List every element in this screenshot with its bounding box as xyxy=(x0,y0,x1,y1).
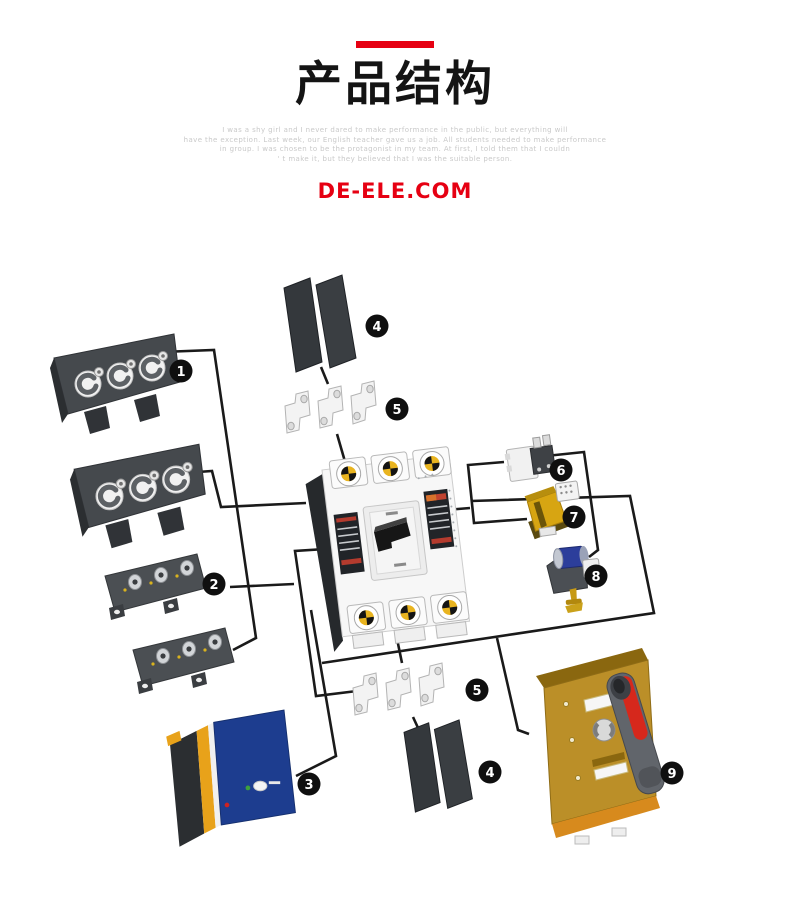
badge-4-bottom: 4 xyxy=(478,760,502,784)
svg-text:4: 4 xyxy=(372,320,381,335)
svg-text:6: 6 xyxy=(556,464,565,479)
part-lug-block-1 xyxy=(104,553,207,621)
tagline-line: I was a shy girl and I never dared to ma… xyxy=(222,126,568,135)
page-title: 产品结构 xyxy=(295,57,495,112)
svg-text:9: 9 xyxy=(667,767,676,782)
svg-text:8: 8 xyxy=(591,570,600,585)
svg-text:1: 1 xyxy=(176,365,185,380)
badge-7: 7 xyxy=(562,505,586,529)
badge-3: 3 xyxy=(297,772,321,796)
badge-2: 2 xyxy=(202,572,226,596)
part-plates-top xyxy=(283,274,357,373)
accent-bar xyxy=(356,41,434,48)
part-terminal-cover-2 xyxy=(70,444,205,548)
part-undervoltage-release xyxy=(546,545,601,613)
badge-5-top: 5 xyxy=(385,397,409,421)
svg-text:5: 5 xyxy=(472,684,481,699)
part-plates-bottom xyxy=(403,719,473,813)
part-lug-block-2 xyxy=(132,627,235,695)
part-brackets-top xyxy=(284,380,377,434)
tagline: I was a shy girl and I never dared to ma… xyxy=(0,126,790,164)
page-header: 产品结构 I was a shy girl and I never dared … xyxy=(0,0,790,203)
part-rotary-handle xyxy=(536,648,665,845)
svg-text:5: 5 xyxy=(392,403,401,418)
badge-6: 6 xyxy=(549,458,573,482)
svg-text:7: 7 xyxy=(569,511,578,526)
badge-8: 8 xyxy=(584,564,608,588)
exploded-diagram: 1 2 3 4 5 6 7 8 5 4 9 xyxy=(0,274,684,847)
badge-5-bottom: 5 xyxy=(465,678,489,702)
badge-4-top: 4 xyxy=(365,314,389,338)
tagline-line: ' t make it, but they believed that I wa… xyxy=(277,154,513,163)
part-accessory-box xyxy=(166,709,296,847)
part-terminal-cover-1 xyxy=(50,334,180,434)
badge-1: 1 xyxy=(169,359,193,383)
svg-text:2: 2 xyxy=(209,578,218,593)
part-brackets-bottom xyxy=(352,662,445,716)
svg-text:4: 4 xyxy=(485,766,494,781)
tagline-line: in group. I was chosen to be the protago… xyxy=(219,145,571,154)
part-shunt-release xyxy=(524,480,580,540)
part-aux-contact xyxy=(504,434,557,482)
tagline-line: have the exception. Last week, our Engli… xyxy=(183,135,607,144)
brand-text: DE-ELE.COM xyxy=(317,179,473,204)
svg-text:3: 3 xyxy=(304,778,313,793)
badge-9: 9 xyxy=(660,761,684,785)
part-main-breaker xyxy=(305,446,471,652)
